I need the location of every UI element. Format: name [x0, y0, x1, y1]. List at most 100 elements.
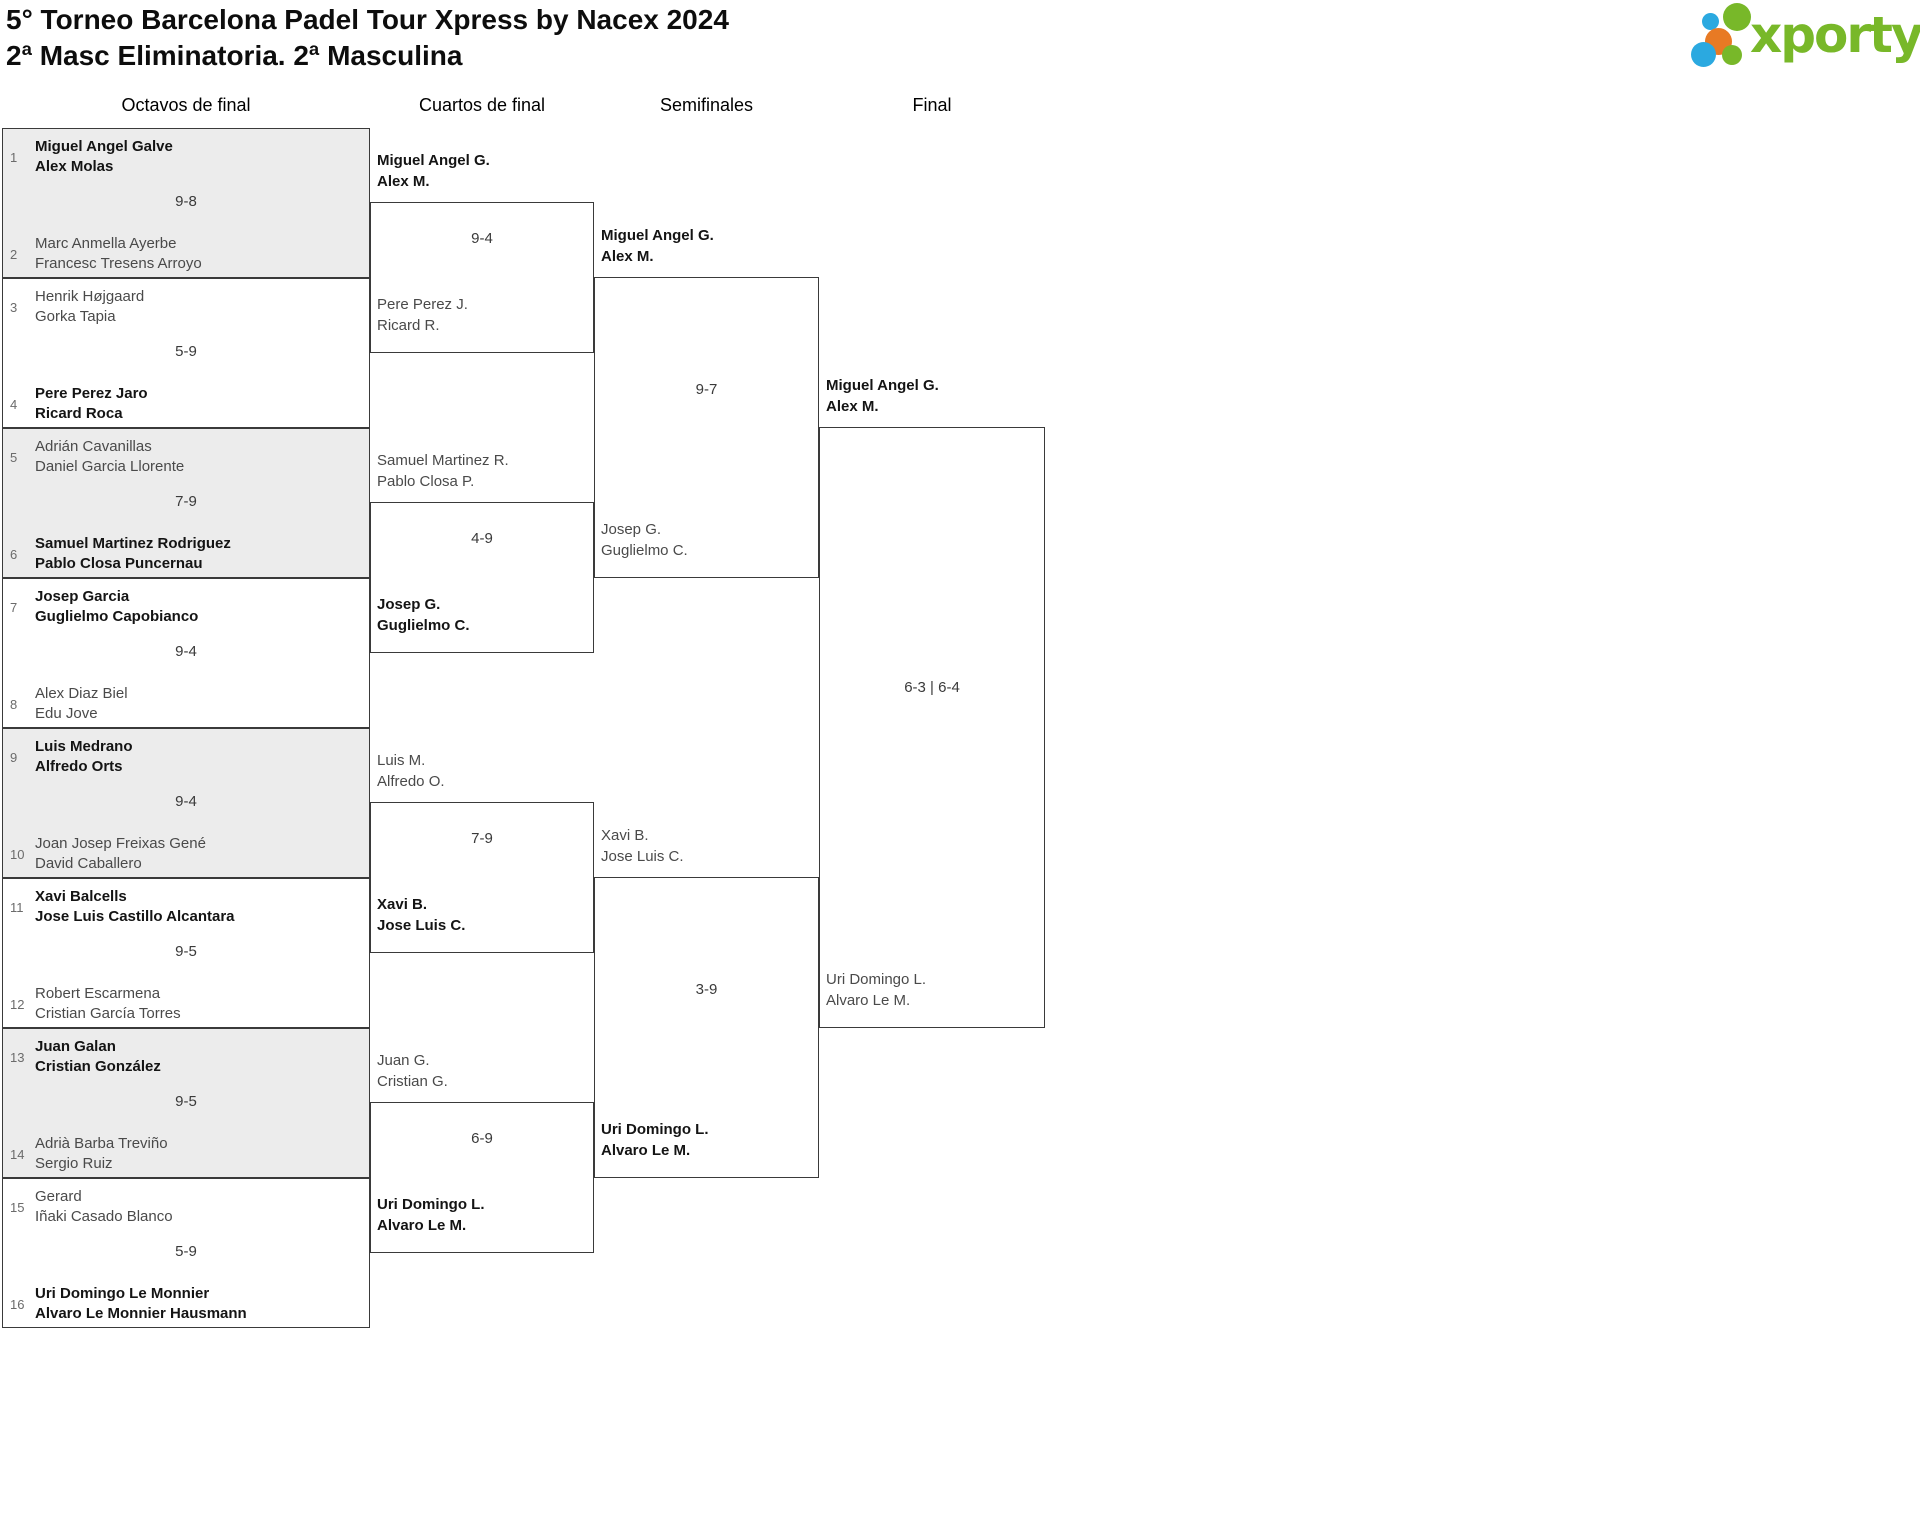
- match-r16-7: 13 Juan Galan Cristian González 9-5 14 A…: [2, 1028, 370, 1178]
- player-name: Adrián Cavanillas: [35, 438, 152, 455]
- team-name: Uri Domingo L. Alvaro Le M.: [377, 1194, 485, 1236]
- match-r16-3: 5 Adrián Cavanillas Daniel Garcia Lloren…: [2, 428, 370, 578]
- match-score: 9-5: [175, 943, 197, 960]
- team-name: Uri Domingo Le Monnier Alvaro Le Monnier…: [35, 1284, 247, 1324]
- player-name: Robert Escarmena: [35, 985, 161, 1002]
- player-name: Alex M.: [377, 173, 430, 190]
- team-name: Pere Perez Jaro Ricard Roca: [35, 384, 148, 424]
- team-name: Xavi B. Jose Luis C.: [601, 825, 684, 867]
- player-name: Alvaro Le M.: [377, 1217, 467, 1234]
- player-name: Cristian González: [35, 1058, 161, 1075]
- match-sf-2-bracket: [594, 877, 819, 1178]
- team-name: Samuel Martinez R. Pablo Closa P.: [377, 450, 509, 492]
- participant-row: 2 Marc Anmella Ayerbe Francesc Tresens A…: [10, 234, 202, 274]
- team-name: Juan G. Cristian G.: [377, 1050, 448, 1092]
- team-name: Xavi B. Jose Luis C.: [377, 894, 465, 936]
- seed-number: 8: [10, 696, 18, 712]
- page-header: 5° Torneo Barcelona Padel Tour Xpress by…: [6, 2, 729, 74]
- participant-row: 10 Joan Josep Freixas Gené David Caballe…: [10, 834, 206, 874]
- team-name: Robert Escarmena Cristian García Torres: [35, 984, 181, 1024]
- match-score: 9-4: [175, 643, 197, 660]
- player-name: Luis Medrano: [35, 738, 133, 755]
- logo-text: xporty: [1750, 6, 1920, 64]
- team-name: Miguel Angel G. Alex M.: [601, 225, 714, 267]
- player-name: Uri Domingo L.: [377, 1196, 485, 1213]
- player-name: Miguel Angel G.: [826, 377, 939, 394]
- player-name: Uri Domingo Le Monnier: [35, 1285, 210, 1302]
- player-name: Joan Josep Freixas Gené: [35, 835, 206, 852]
- participant-row: 4 Pere Perez Jaro Ricard Roca: [10, 384, 148, 424]
- player-name: Cristian G.: [377, 1073, 448, 1090]
- category-subtitle: 2ª Masc Eliminatoria. 2ª Masculina: [6, 40, 463, 71]
- participant-row: 12 Robert Escarmena Cristian García Torr…: [10, 984, 181, 1024]
- participant-row: 9 Luis Medrano Alfredo Orts: [10, 737, 133, 777]
- player-name: Alvaro Le Monnier Hausmann: [35, 1305, 247, 1322]
- seed-number: 16: [10, 1296, 25, 1312]
- player-name: Samuel Martinez Rodriguez: [35, 535, 231, 552]
- player-name: Josep Garcia: [35, 588, 130, 605]
- team-name: Miguel Angel G. Alex M.: [377, 150, 490, 192]
- player-name: Alvaro Le M.: [826, 992, 911, 1009]
- team-name: Henrik Højgaard Gorka Tapia: [35, 287, 144, 327]
- participant-row: 1 Miguel Angel Galve Alex Molas: [10, 137, 173, 177]
- team-name: Uri Domingo L. Alvaro Le M.: [826, 969, 926, 1011]
- participant-row: 7 Josep Garcia Guglielmo Capobianco: [10, 587, 198, 627]
- team-name: Juan Galan Cristian González: [35, 1037, 161, 1077]
- player-name: Xavi B.: [377, 896, 428, 913]
- player-name: Alex M.: [826, 398, 879, 415]
- player-name: Samuel Martinez R.: [377, 452, 509, 469]
- player-name: Daniel Garcia Llorente: [35, 458, 185, 475]
- player-name: Guglielmo C.: [601, 542, 688, 559]
- round-header-octavos: Octavos de final: [121, 95, 251, 115]
- team-name: Luis Medrano Alfredo Orts: [35, 737, 133, 777]
- player-name: Juan G.: [377, 1052, 430, 1069]
- match-qf-4-bracket: [370, 1102, 594, 1253]
- team-name: Josep G. Guglielmo C.: [601, 519, 688, 561]
- player-name: Pablo Closa Puncernau: [35, 555, 203, 572]
- seed-number: 15: [10, 1199, 25, 1215]
- seed-number: 11: [10, 899, 24, 915]
- player-name: Guglielmo Capobianco: [35, 608, 199, 625]
- seed-number: 1: [10, 149, 18, 165]
- match-r16-5: 9 Luis Medrano Alfredo Orts 9-4 10 Joan …: [2, 728, 370, 878]
- player-name: Luis M.: [377, 752, 426, 769]
- match-r16-4: 7 Josep Garcia Guglielmo Capobianco 9-4 …: [2, 578, 370, 728]
- participant-row: 15 Gerard Iñaki Casado Blanco: [10, 1187, 173, 1227]
- player-name: Alfredo Orts: [35, 758, 123, 775]
- player-name: Sergio Ruiz: [35, 1155, 113, 1172]
- match-score: 3-9: [695, 981, 718, 998]
- seed-number: 12: [10, 996, 25, 1012]
- round-header-semifinales: Semifinales: [659, 95, 754, 115]
- team-name: Luis M. Alfredo O.: [377, 750, 445, 792]
- player-name: Xavi B.: [601, 827, 649, 844]
- player-name: Edu Jove: [35, 705, 98, 722]
- player-name: Miguel Angel G.: [377, 152, 490, 169]
- seed-number: 7: [10, 599, 18, 615]
- seed-number: 4: [10, 396, 18, 412]
- player-name: Uri Domingo L.: [601, 1121, 709, 1138]
- seed-number: 6: [10, 546, 18, 562]
- match-qf-2-bracket: [370, 502, 594, 653]
- player-name: Francesc Tresens Arroyo: [35, 255, 202, 272]
- logo-dot-green-large-icon: [1723, 3, 1751, 31]
- player-name: Xavi Balcells: [35, 888, 127, 905]
- participant-row: 11 Xavi Balcells Jose Luis Castillo Alca…: [10, 887, 235, 927]
- player-name: Jose Luis C.: [601, 848, 684, 865]
- match-score: 5-9: [175, 1243, 197, 1260]
- xporty-logo[interactable]: xporty: [1680, 0, 1920, 80]
- match-sf-1-bracket: [594, 277, 819, 578]
- round-header-cuartos: Cuartos de final: [418, 95, 546, 115]
- match-r16-8: 15 Gerard Iñaki Casado Blanco 5-9 16 Uri…: [2, 1178, 370, 1328]
- player-name: Jose Luis C.: [377, 917, 466, 934]
- match-score: 7-9: [471, 830, 493, 847]
- participant-row: 13 Juan Galan Cristian González: [10, 1037, 161, 1077]
- match-score: 9-4: [175, 793, 197, 810]
- player-name: Pablo Closa P.: [377, 473, 475, 490]
- match-score: 6-3 | 6-4: [904, 679, 960, 696]
- logo-dot-blue-medium-icon: [1691, 42, 1716, 67]
- player-name: Gorka Tapia: [35, 308, 116, 325]
- participant-row: 16 Uri Domingo Le Monnier Alvaro Le Monn…: [10, 1284, 247, 1324]
- team-name: Josep Garcia Guglielmo Capobianco: [35, 587, 198, 627]
- match-score: 9-8: [175, 193, 197, 210]
